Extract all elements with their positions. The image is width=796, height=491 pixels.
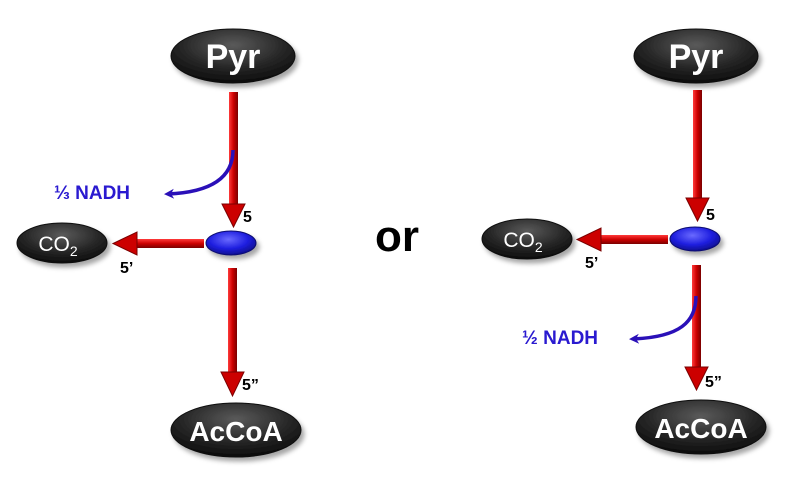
right-co2-node: CO2: [481, 218, 573, 260]
left-flux-co2-label: 5’: [120, 260, 133, 277]
right-accoa-node: AcCoA: [635, 399, 767, 455]
left-flux-accoa-label: 5”: [242, 377, 259, 394]
left-co2-base: CO: [38, 233, 70, 256]
right-flux-in-label: 5: [706, 207, 715, 224]
left-pyr-node: Pyr: [170, 28, 296, 84]
left-nadh-label: ⅓ NADH: [54, 183, 130, 204]
left-pyr-label: Pyr: [206, 38, 261, 76]
left-branch-node: [205, 230, 257, 256]
right-flux-co2-label: 5’: [585, 255, 598, 272]
left-panel: Pyr 5 ⅓ NADH 5’ CO2 5”: [16, 28, 302, 458]
right-arrow-branch-to-accoa: [684, 265, 709, 392]
or-separator: or: [375, 212, 419, 261]
right-pyr-label: Pyr: [669, 38, 724, 76]
left-co2-sub: 2: [70, 243, 78, 259]
left-flux-in-label: 5: [243, 209, 252, 226]
right-co2-base: CO: [503, 229, 535, 252]
right-arrow-pyr-to-branch: [685, 90, 710, 223]
svg-text:CO2: CO2: [503, 229, 543, 255]
left-arrow-branch-to-accoa: [220, 268, 245, 398]
right-panel: Pyr 5 5’ CO2 5” ½ NADH: [481, 28, 767, 455]
right-flux-accoa-label: 5”: [705, 374, 722, 391]
left-accoa-label: AcCoA: [189, 416, 282, 447]
left-arrow-branch-to-co2: [111, 231, 204, 256]
left-nadh-arrow: [164, 149, 235, 199]
right-pyr-node: Pyr: [633, 28, 759, 84]
right-nadh-arrow: [629, 295, 698, 344]
svg-text:CO2: CO2: [38, 233, 78, 259]
left-accoa-node: AcCoA: [170, 402, 302, 458]
right-branch-node: [669, 226, 721, 252]
right-accoa-label: AcCoA: [654, 413, 747, 444]
right-co2-sub: 2: [535, 239, 543, 255]
right-arrow-branch-to-co2: [575, 227, 668, 252]
right-nadh-label: ½ NADH: [522, 328, 598, 349]
left-co2-node: CO2: [16, 222, 108, 264]
